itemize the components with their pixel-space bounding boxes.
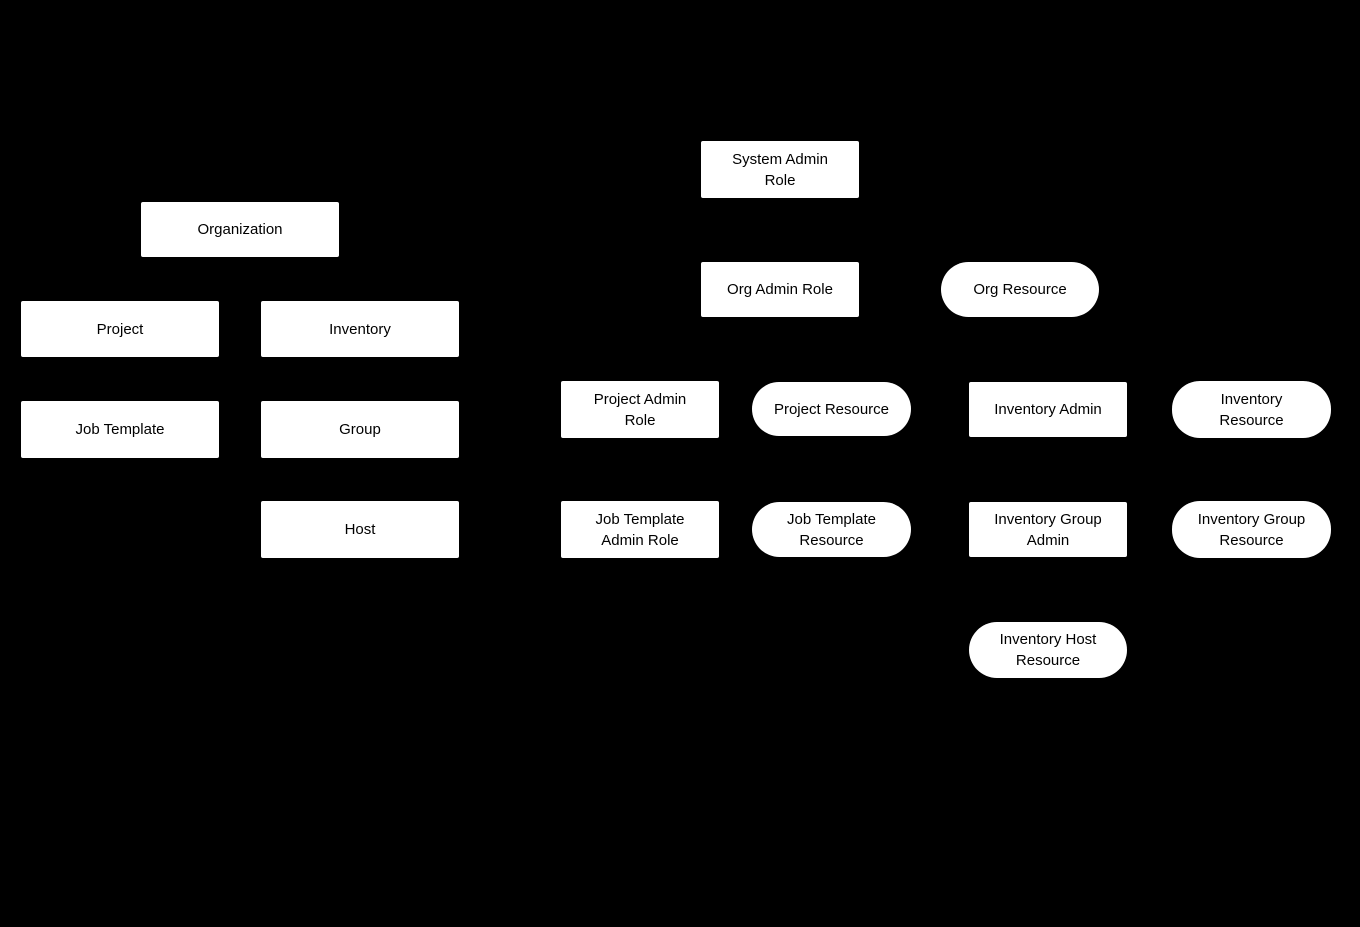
node-job-template-resource: Job Template Resource (752, 502, 911, 557)
node-org-admin-role-label: Org Admin Role (727, 281, 833, 298)
node-inventory-resource: Inventory Resource (1172, 381, 1331, 438)
node-inventory-group-admin-label: Inventory Group Admin (994, 510, 1102, 549)
node-organization-label: Organization (197, 221, 283, 238)
node-project-resource-label: Project Resource (773, 400, 890, 418)
node-project-resource: Project Resource (752, 382, 911, 436)
node-inventory-label: Inventory (329, 320, 391, 338)
node-inventory: Inventory (261, 301, 459, 357)
node-inventory-host-resource-label: Inventory Host Resource (999, 631, 1097, 669)
node-project-admin-role-label: Project Admin Role (593, 390, 687, 429)
node-system-admin-role-label: System Admin Role (732, 150, 828, 189)
node-job-template-admin-role-label: Job Template Admin Role (595, 510, 685, 549)
node-inventory-group-admin: Inventory Group Admin (969, 502, 1127, 557)
node-organization: Organization (141, 202, 339, 257)
node-host: Host (261, 501, 459, 558)
node-system-admin-role: System Admin Role (701, 141, 859, 198)
node-group-label: Group (339, 421, 381, 438)
node-inventory-admin-label: Inventory Admin (994, 401, 1102, 418)
node-inventory-group-resource-label: Inventory Group Resource (1197, 510, 1306, 549)
node-inventory-group-resource: Inventory Group Resource (1172, 501, 1331, 558)
node-host-label: Host (344, 521, 376, 538)
node-job-template-resource-label: Job Template Resource (787, 510, 876, 549)
node-job-template-admin-role: Job Template Admin Role (561, 501, 719, 558)
node-job-template-label: Job Template (75, 421, 165, 438)
node-org-admin-role: Org Admin Role (701, 262, 859, 317)
node-inventory-resource-label: Inventory Resource (1219, 390, 1284, 429)
node-org-resource-label: Org Resource (973, 281, 1067, 298)
node-project-label: Project (96, 320, 144, 338)
node-job-template: Job Template (21, 401, 219, 458)
node-project-admin-role: Project Admin Role (561, 381, 719, 438)
node-group: Group (261, 401, 459, 458)
node-org-resource: Org Resource (941, 262, 1099, 317)
node-inventory-host-resource: Inventory Host Resource (969, 622, 1127, 678)
node-project: Project (21, 301, 219, 357)
node-inventory-admin: Inventory Admin (969, 382, 1127, 437)
